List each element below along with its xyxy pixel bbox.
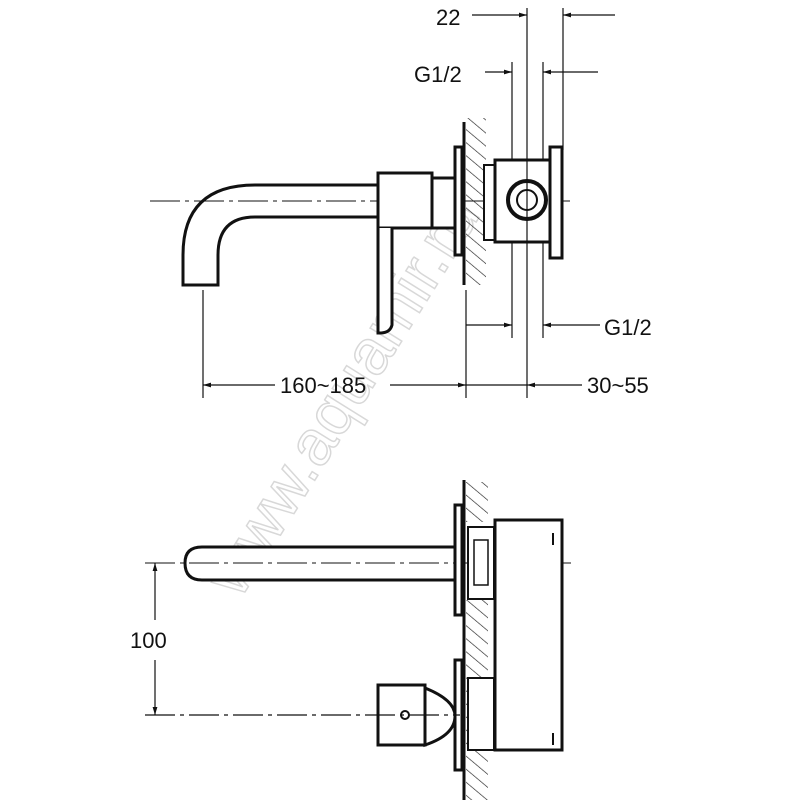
dimension-lines-bottom: [145, 563, 460, 716]
inlet-box-top: [493, 518, 564, 752]
dim-g12-top: G1/2: [414, 62, 462, 87]
thread-lower: [467, 677, 495, 751]
spout: [181, 183, 378, 287]
wall-plate-top: [453, 503, 464, 617]
connector: [467, 526, 495, 600]
cartridge: [430, 176, 457, 230]
lever-handle: [376, 228, 394, 335]
wall-plate: [453, 145, 464, 257]
dim-22: 22: [436, 5, 460, 30]
dimension-lines-top: [202, 8, 615, 398]
dim-wall-depth: 30~55: [587, 373, 649, 398]
dim-g12-bottom: G1/2: [604, 315, 652, 340]
flange: [548, 145, 564, 260]
mixer-body: [376, 171, 434, 230]
spout-top: [183, 545, 455, 582]
dim-100: 100: [130, 628, 167, 653]
side-view: [150, 118, 570, 335]
wall-hatch: [466, 118, 486, 285]
cartridge-top: [423, 685, 457, 748]
top-view: [145, 480, 572, 800]
thread: [483, 164, 496, 241]
dim-spout-projection: 160~185: [280, 373, 366, 398]
